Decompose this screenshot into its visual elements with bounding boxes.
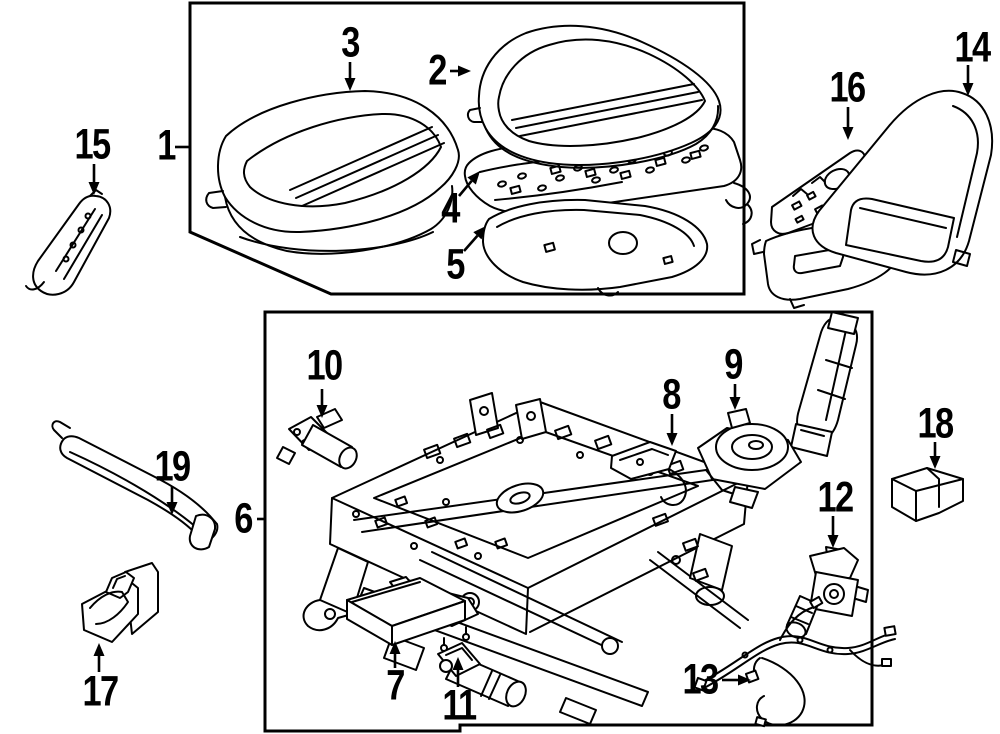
part-8-bracket: [610, 441, 687, 506]
callout-19-arrowhead-icon: [166, 502, 178, 515]
callout-9-arrowhead-icon: [729, 397, 741, 410]
callout-7-arrowhead-icon: [389, 641, 401, 654]
part-14-outer-shield: [811, 89, 994, 276]
part-7-control-module: [346, 576, 479, 652]
callout-label-16: 16: [829, 63, 866, 112]
part-15-side-bracket: [25, 189, 112, 296]
callout-label-2: 2: [428, 46, 447, 95]
callout-3-arrowhead-icon: [344, 78, 356, 91]
callout-5-leader: [463, 234, 479, 252]
callout-label-1: 1: [157, 121, 176, 170]
callout-15-arrowhead-icon: [88, 182, 100, 195]
callout-12-arrowhead-icon: [827, 535, 839, 548]
callout-13-arrowhead-icon: [738, 674, 751, 686]
callout-2-arrowhead-icon: [458, 65, 471, 77]
part-19-trim-strip: [51, 420, 219, 551]
part-5-cushion-shield: [482, 198, 709, 297]
part-10-slide-motor: [276, 408, 358, 470]
callout-8-arrowhead-icon: [666, 433, 678, 446]
callout-layer: [88, 62, 974, 687]
part-9-height-motor: [697, 311, 859, 509]
part-18-track-bracket: [891, 467, 964, 522]
callout-label-12: 12: [817, 473, 854, 522]
callout-label-14: 14: [954, 23, 991, 72]
group-box-cushion-assembly: [188, 1, 746, 296]
callout-label-19: 19: [154, 442, 191, 491]
callout-10-arrowhead-icon: [316, 405, 328, 418]
callout-label-7: 7: [386, 661, 405, 710]
part-2-cushion-pad: [466, 24, 722, 169]
callout-5-arrowhead-icon: [473, 226, 486, 240]
callout-label-13: 13: [682, 655, 719, 704]
callout-18-arrowhead-icon: [929, 456, 941, 469]
callout-label-15: 15: [74, 120, 111, 169]
group-box-seat-track: [263, 310, 874, 733]
callout-label-5: 5: [446, 240, 465, 289]
callout-label-3: 3: [341, 18, 360, 67]
callout-label-6: 6: [234, 494, 253, 543]
callout-label-18: 18: [917, 399, 954, 448]
callout-4-arrowhead-icon: [467, 171, 480, 185]
callout-17-arrowhead-icon: [93, 643, 105, 656]
callout-label-4: 4: [441, 184, 460, 233]
part-13-wiring-harness: [693, 595, 897, 728]
callout-label-9: 9: [724, 340, 743, 389]
callout-label-11: 11: [442, 681, 477, 730]
callout-label-17: 17: [82, 667, 119, 716]
part-12-recline-motor: [785, 546, 869, 639]
part-3-cushion-cover: [205, 90, 460, 255]
part-6-seat-track-assembly: [302, 392, 749, 725]
callout-label-8: 8: [662, 370, 681, 419]
callout-14-arrowhead-icon: [962, 83, 974, 96]
part-17-end-cover: [81, 562, 159, 643]
callout-11-arrowhead-icon: [452, 657, 464, 670]
callout-16-arrowhead-icon: [842, 127, 854, 140]
callout-label-10: 10: [306, 341, 343, 390]
callout-4-leader: [458, 180, 473, 197]
